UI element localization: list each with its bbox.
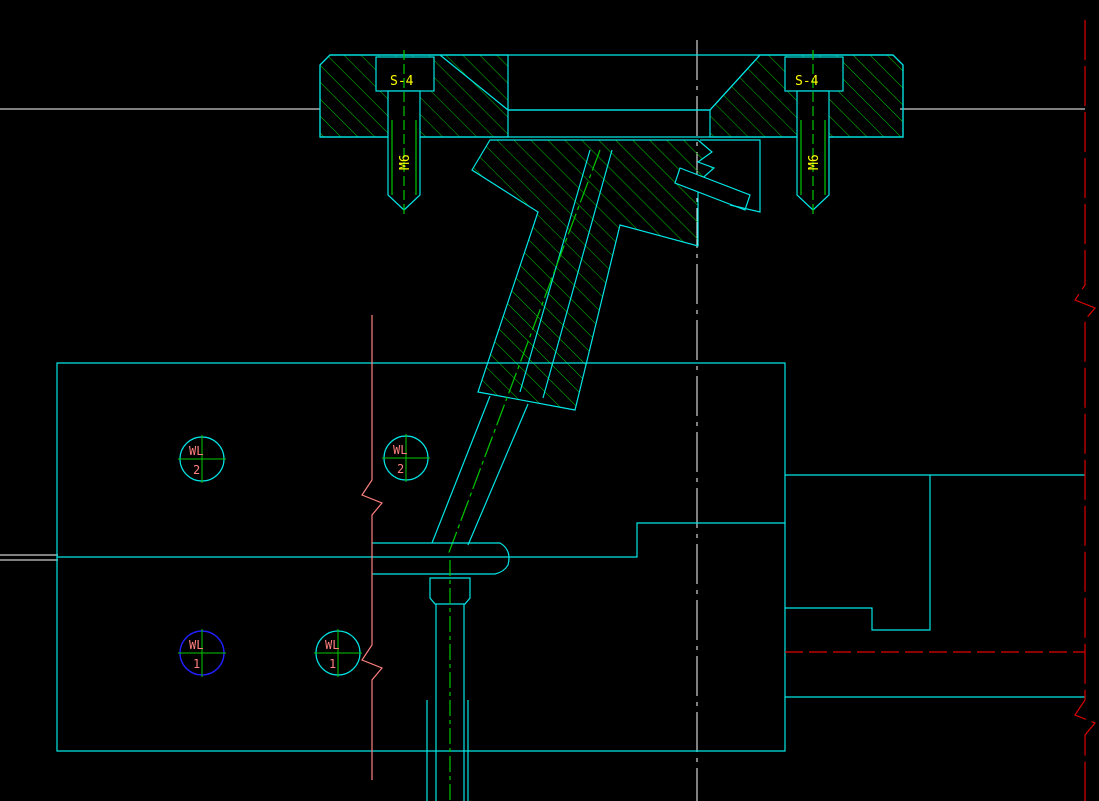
gate-well [372, 542, 510, 575]
break-line-left [361, 315, 383, 780]
right-border-break [1074, 20, 1096, 801]
sprue-channel-right [542, 149, 613, 399]
wl2-left-bottom: 2 [193, 463, 200, 477]
runner-axis [447, 149, 601, 556]
water-line-wl1-right[interactable]: WL 1 [314, 629, 362, 677]
slide-block[interactable] [785, 474, 1085, 698]
screw-right[interactable] [784, 50, 844, 215]
sprue-bushing-body [471, 139, 716, 411]
top-clamp-plate[interactable] [319, 54, 904, 138]
water-line-wl2-right[interactable]: WL 2 [382, 434, 430, 482]
wl2-left-top: WL [189, 444, 203, 458]
screw-left-thread-label: M6 [398, 154, 413, 170]
dowel-slot [700, 139, 761, 213]
screw-left[interactable] [375, 50, 435, 215]
dowel-pin [674, 167, 751, 211]
wl1-left-bottom: 1 [193, 657, 200, 671]
cavity-plate-outline [56, 362, 786, 558]
wl2-right-top: WL [393, 443, 407, 457]
core-plate[interactable] [56, 523, 786, 752]
wl1-right-top: WL [325, 638, 339, 652]
runner [431, 149, 601, 556]
ejector-pin-head [429, 577, 471, 605]
wl2-right-bottom: 2 [397, 462, 404, 476]
cavity-plate[interactable] [56, 362, 786, 575]
water-line-wl1-left[interactable]: WL 1 [178, 629, 226, 677]
screw-right-thread-label: M6 [807, 154, 822, 170]
break-lines [361, 315, 383, 780]
wl1-right-bottom: 1 [329, 657, 336, 671]
screw-right-head-label: S-4 [795, 74, 819, 89]
screw-left-head-label: S-4 [390, 74, 414, 89]
slide-inner [785, 475, 931, 631]
right-border-lines [785, 20, 1096, 801]
sprue-bushing[interactable] [471, 139, 761, 411]
wl1-left-top: WL [189, 638, 203, 652]
core-plate-outline [56, 523, 786, 752]
screw-left-head [375, 56, 435, 92]
water-line-wl2-left[interactable]: WL 2 [178, 435, 226, 483]
ejector-pin[interactable] [426, 560, 471, 801]
